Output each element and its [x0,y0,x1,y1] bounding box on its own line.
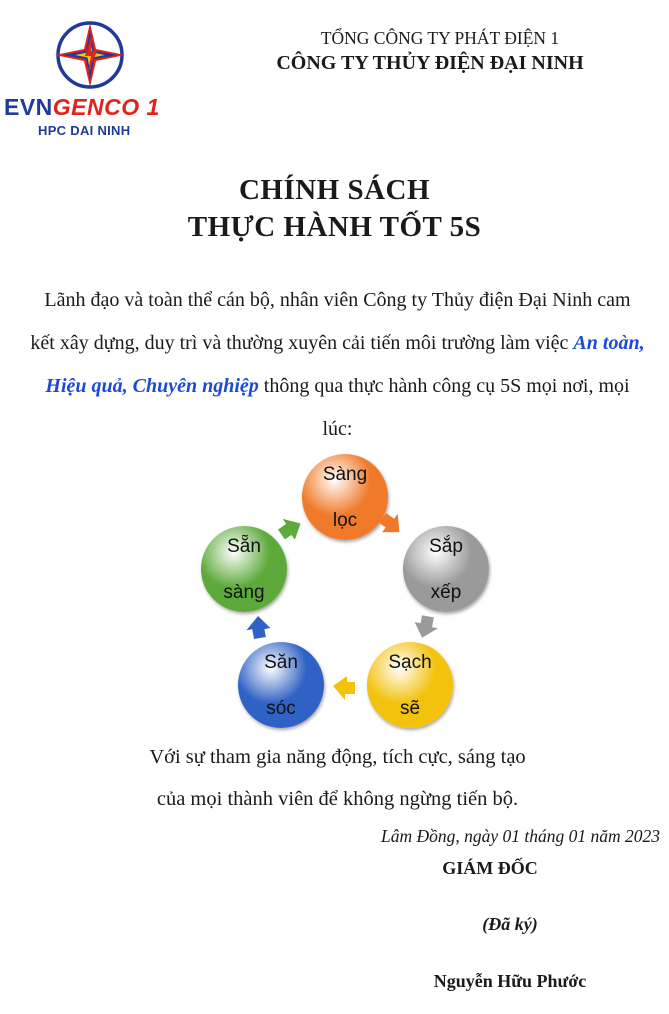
cycle-step-sort-line1: Sàng [322,463,368,485]
signer-name: Nguyễn Hữu Phước [433,971,587,991]
intro-text-part2: thông qua thực hành công cụ 5S mọi nơi, … [258,375,630,440]
arrow-left-icon [333,676,355,700]
arrow-right-down-icon [379,512,400,533]
arrow-up-icon [246,615,271,640]
evn-star-logo-icon [55,21,125,89]
cycle-step-std-line1: Săn [264,651,298,673]
org-parent: TỔNG CÔNG TY PHÁT ĐIỆN 1 [320,28,560,48]
cycle-step-shine-line2: sẽ [399,697,421,719]
cycle-step-standardize: Săn sóc [238,642,324,728]
cycle-step-set-line2: xếp [430,581,462,603]
arrow-down-icon [414,615,438,638]
logo-brand-accent: GENCO 1 [52,94,160,120]
signer-role: GIÁM ĐỐC [442,858,538,878]
logo-subtitle: HPC DAI NINH [38,123,131,138]
closing-line2: của mọi thành viên để không ngừng tiến b… [156,788,519,810]
cycle-step-sustain-line1: Sẵn [227,535,261,557]
intro-highlight: An toàn, Hiệu quả, Chuyên nghiệp [45,332,645,397]
cycle-step-set-line1: Sắp [429,535,463,557]
org-name: CÔNG TY THỦY ĐIỆN ĐẠI NINH [276,52,584,74]
cycle-step-sustain: Sẵn sàng [201,526,287,612]
logo-brand-main: EVN [4,94,53,120]
cycle-step-sort: Sàng lọc [302,454,388,540]
company-logo: EVNGENCO 1 HPC DAI NINH [0,0,190,150]
cycle-step-std-line2: sóc [266,697,296,719]
policy-title-line2: THỰC HÀNH TỐT 5S [187,211,482,243]
cycle-step-shine-line1: Sạch [388,651,432,673]
place-date: Lâm Đồng, ngày 01 tháng 01 năm 2023 [380,826,660,846]
cycle-step-set-in-order: Sắp xếp [403,526,489,612]
intro-text-part1: Lãnh đạo và toàn thể cán bộ, nhân viên C… [30,289,631,354]
arrow-right-up-icon [277,518,301,540]
closing-line1: Với sự tham gia năng động, tích cực, sán… [149,746,526,768]
cycle-step-shine: Sạch sẽ [367,642,453,728]
cycle-step-sustain-line2: sàng [223,581,265,603]
signed-note: (Đã ký) [482,914,538,934]
cycle-step-sort-line2: lọc [332,509,358,531]
5s-cycle-diagram: Sàng lọc Sắp xếp Sạch sẽ Săn sóc Sẵn sàng [0,440,669,740]
logo-brand: EVNGENCO 1 [4,94,190,121]
intro-paragraph: Lãnh đạo và toàn thể cán bộ, nhân viên C… [30,279,645,451]
policy-title-line1: CHÍNH SÁCH [238,174,431,206]
